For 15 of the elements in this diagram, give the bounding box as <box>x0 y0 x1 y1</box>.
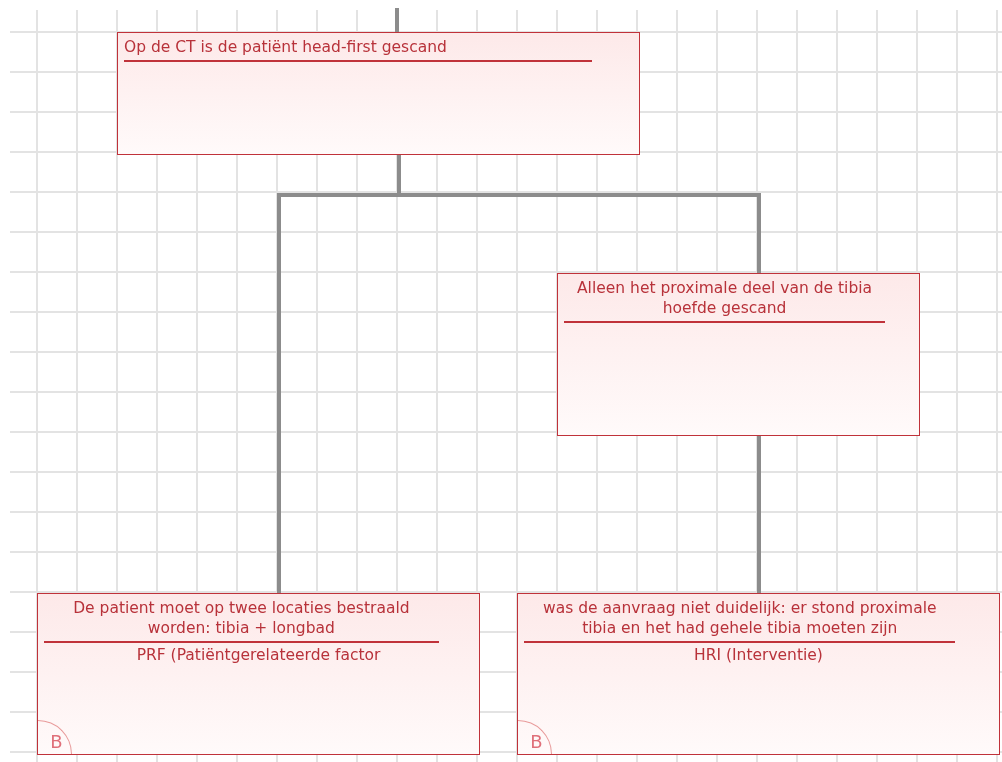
connector-line <box>397 155 761 273</box>
box-heading: Alleen het proximale deel van de tibia hoefde gescand <box>564 278 886 323</box>
category-label: PRF (Patiëntgerelateerde factor <box>135 645 382 665</box>
box-heading: was de aanvraag niet duidelijk: er stond proximale tibia en het had gehele tibia moeten zijn <box>524 598 956 643</box>
process-box <box>557 273 920 436</box>
process-box <box>37 593 480 755</box>
process-box <box>117 32 640 155</box>
category-label: HRI (Interventie) <box>693 645 824 665</box>
corner-letter: B <box>38 720 72 754</box>
corner-letter: B <box>518 720 552 754</box>
connector-line <box>395 8 399 32</box>
box-heading: De patient moet op twee locaties bestraald worden: tibia + longbad <box>44 598 439 643</box>
connector-line <box>757 436 761 593</box>
box-heading: Op de CT is de patiënt head-first gescand <box>124 37 593 62</box>
process-box <box>517 593 1000 755</box>
